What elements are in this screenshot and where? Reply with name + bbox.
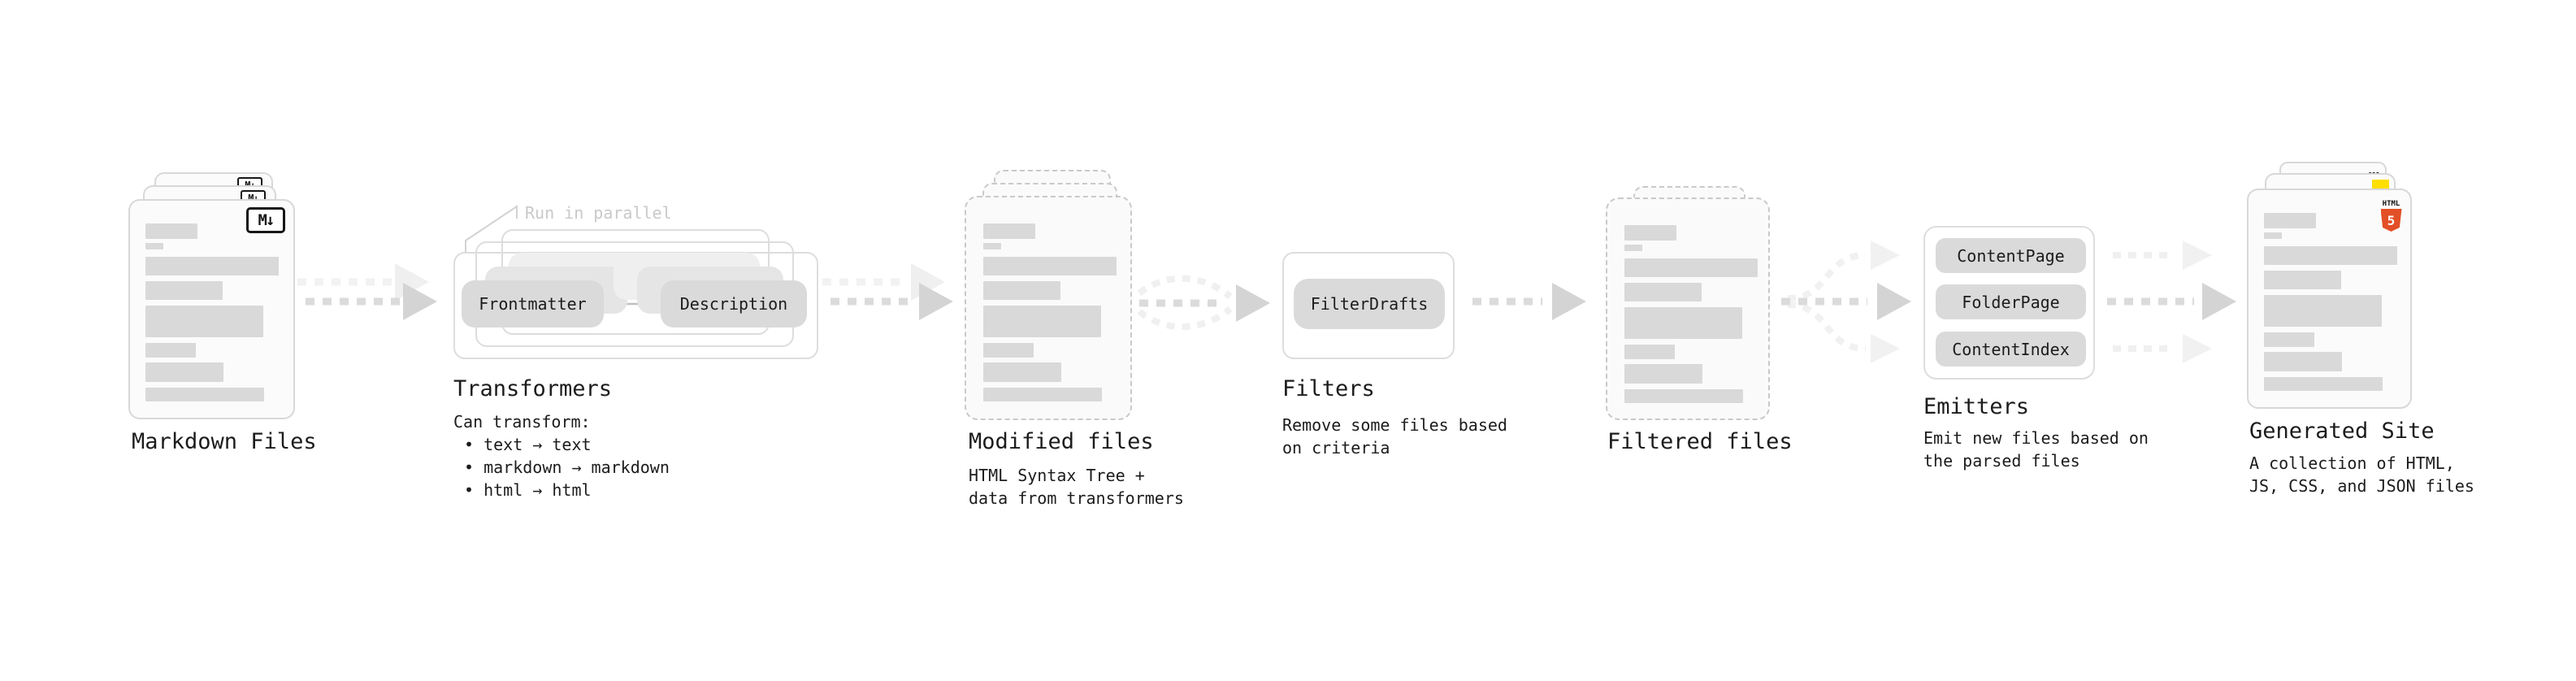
filters-title: Filters	[1282, 376, 1375, 401]
markdown-icon: M↓	[246, 207, 285, 233]
modified-files-title: Modified files	[969, 429, 1154, 454]
transformers-title: Transformers	[453, 376, 613, 401]
filters-description: Remove some files based on criteria	[1282, 414, 1507, 459]
markdown-file-card-front: M↓	[128, 199, 295, 419]
filters-description-line: Remove some files based	[1282, 415, 1507, 435]
transformers-bullet: • html → html	[464, 480, 592, 500]
placeholder-bar	[145, 343, 196, 358]
frontmatter-pill: Frontmatter	[462, 280, 604, 327]
filtered-file-card-front	[1606, 197, 1770, 420]
placeholder-bar	[983, 243, 1001, 249]
placeholder-bar	[1624, 364, 1702, 384]
placeholder-bar	[145, 281, 223, 300]
generated-site-description-line: A collection of HTML,	[2249, 453, 2455, 473]
placeholder-bar	[983, 343, 1034, 358]
placeholder-bar	[2264, 377, 2383, 391]
placeholder-bar	[2264, 352, 2342, 371]
emitters-box	[1923, 226, 2095, 380]
placeholder-bar	[145, 388, 264, 401]
placeholder-bar	[145, 257, 279, 275]
transformers-bullet: • text → text	[464, 435, 592, 454]
filterdrafts-pill: FilterDrafts	[1294, 279, 1445, 329]
js-icon	[2372, 180, 2389, 189]
file-content-placeholder	[983, 222, 1122, 410]
arrow-emitters-to-generated-bottom	[2113, 334, 2212, 363]
placeholder-bar	[983, 362, 1061, 382]
placeholder-bar	[2264, 271, 2341, 289]
placeholder-bar	[2264, 232, 2282, 239]
markdown-files-title: Markdown Files	[132, 429, 317, 454]
modified-files-description: HTML Syntax Tree + data from transformer…	[969, 464, 1184, 510]
placeholder-bar	[145, 243, 163, 249]
html5-icon-shield: 5	[2380, 209, 2402, 232]
placeholder-bar	[145, 223, 197, 239]
placeholder-bar	[1624, 307, 1742, 339]
placeholder-bar	[1624, 389, 1743, 403]
file-content-placeholder	[2264, 211, 2402, 399]
arrow-transformers-to-modified	[830, 283, 953, 320]
contentindex-pill: ContentIndex	[1936, 332, 2086, 367]
placeholder-bar	[1624, 345, 1675, 359]
arrow-filtered-to-emitters-branch-up	[1787, 241, 1900, 301]
arrow-modified-to-filters-merge-curves	[1137, 275, 1233, 331]
file-content-placeholder	[1624, 223, 1760, 410]
arrow-emitters-to-generated	[2107, 283, 2236, 320]
placeholder-bar	[1624, 225, 1676, 241]
placeholder-bar	[983, 281, 1060, 300]
modified-file-card-front	[965, 196, 1132, 420]
placeholder-bar	[983, 257, 1117, 275]
emitters-description-line: the parsed files	[1923, 451, 2080, 471]
placeholder-bar	[2264, 213, 2316, 228]
filters-description-line: on criteria	[1282, 438, 1390, 458]
folderpage-pill: FolderPage	[1936, 284, 2086, 319]
html5-icon-label: HTML	[2382, 200, 2400, 208]
contentpage-pill: ContentPage	[1936, 238, 2086, 273]
placeholder-bar	[1624, 258, 1758, 277]
placeholder-bar	[983, 306, 1101, 337]
filtered-files-title: Filtered files	[1607, 429, 1793, 454]
run-in-parallel-leader-line	[465, 205, 518, 253]
placeholder-bar	[2264, 295, 2382, 327]
transformers-description: Can transform: • text → text • markdown …	[453, 410, 670, 501]
generated-site-description-line: JS, CSS, and JSON files	[2249, 476, 2474, 496]
modified-files-description-line: data from transformers	[969, 488, 1184, 508]
emitters-description: Emit new files based on the parsed files	[1923, 427, 2149, 472]
placeholder-bar	[983, 388, 1102, 401]
run-in-parallel-note: Run in parallel	[525, 203, 672, 223]
placeholder-bar	[145, 362, 223, 382]
file-content-placeholder	[145, 222, 285, 410]
generated-site-description: A collection of HTML, JS, CSS, and JSON …	[2249, 452, 2474, 497]
placeholder-bar	[2264, 332, 2314, 347]
arrow-filtered-to-emitters	[1781, 283, 1911, 320]
transformers-description-line: Can transform:	[453, 412, 591, 432]
placeholder-bar	[1624, 245, 1642, 251]
description-pill: Description	[661, 280, 807, 327]
generated-html-file-card: HTML 5	[2247, 189, 2412, 409]
transformers-bullet: • markdown → markdown	[464, 458, 670, 477]
generated-site-title: Generated Site	[2249, 419, 2435, 444]
modified-files-description-line: HTML Syntax Tree +	[969, 466, 1145, 485]
arrow-markdown-to-transformers	[306, 283, 437, 320]
emitters-title: Emitters	[1923, 394, 2030, 419]
placeholder-bar	[2264, 246, 2397, 265]
arrow-emitters-to-generated-top	[2113, 241, 2212, 270]
placeholder-bar	[983, 223, 1035, 239]
filters-box	[1282, 252, 1455, 359]
arrow-filters-to-filtered	[1472, 283, 1586, 320]
placeholder-bar	[1624, 283, 1702, 301]
arrow-filtered-to-emitters-branch-down	[1787, 301, 1900, 363]
arrow-modified-to-filters	[1139, 284, 1270, 322]
html5-icon: HTML 5	[2380, 193, 2402, 232]
placeholder-bar	[145, 306, 263, 337]
emitters-description-line: Emit new files based on	[1923, 428, 2149, 448]
